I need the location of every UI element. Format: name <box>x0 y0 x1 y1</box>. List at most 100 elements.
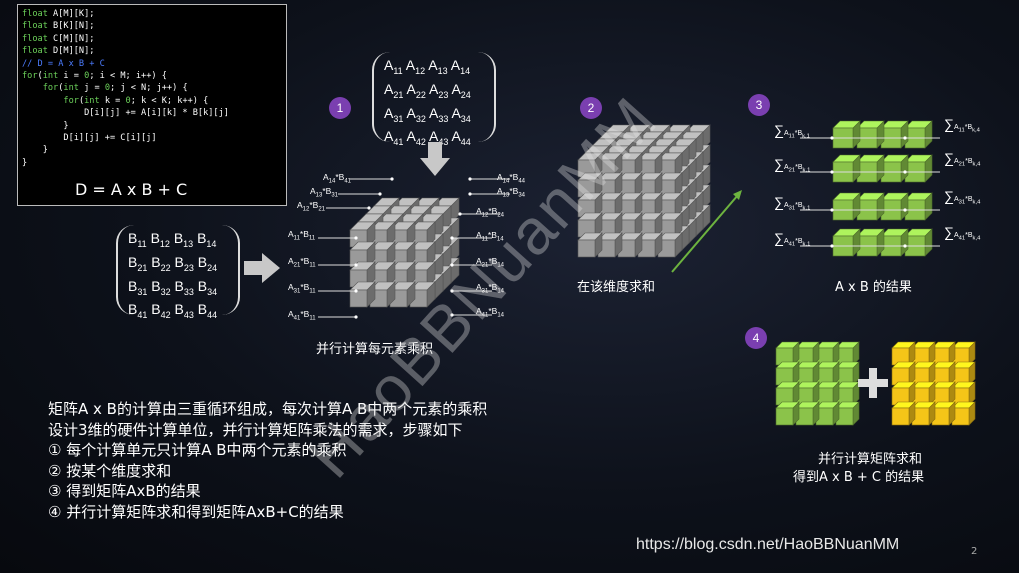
product-label: A31*B14 <box>476 282 505 295</box>
cube-cell <box>577 172 603 198</box>
description-line: ③ 得到矩阵AxB的结果 <box>48 482 201 500</box>
cube-cell <box>911 401 936 426</box>
caption-step2: 在该维度求和 <box>577 280 656 295</box>
code-line: for(int j = 0; j < N; j++) { <box>42 83 188 94</box>
cube-cell <box>835 341 860 366</box>
sum-expression-left: ∑A41*Bk,1 <box>774 230 811 248</box>
connector-dot <box>354 263 358 267</box>
product-label: A41*B14 <box>476 306 505 319</box>
code-snippet: float A[M][K];float B[K][N];float C[M][N… <box>17 4 287 206</box>
sum-expression-right: ∑A21*Bk,4 <box>944 150 981 168</box>
code-line: float B[K][N]; <box>22 21 95 32</box>
cube-cell <box>931 381 956 406</box>
cube-cell <box>832 192 861 221</box>
cube-cell <box>577 232 603 258</box>
cube-cell <box>931 341 956 366</box>
cube-cell <box>891 401 916 426</box>
cube-cell <box>911 341 936 366</box>
product-label: A11*B11 <box>288 229 316 242</box>
matrix-row: B21 B22 B23 B24 <box>128 253 218 273</box>
formula-text: D = A x B + C <box>75 180 188 199</box>
cube-cell <box>931 361 956 386</box>
step-badge-2: 2 <box>580 97 602 119</box>
product-label: A13*B34 <box>497 186 526 199</box>
cube-cell <box>951 381 976 406</box>
connector-dot <box>903 136 907 140</box>
cube-cell <box>775 361 800 386</box>
connector-dot <box>378 192 382 196</box>
code-line: } <box>22 157 28 168</box>
cube-cell <box>832 120 861 149</box>
cube-cell <box>904 192 933 221</box>
cube-cell <box>835 401 860 426</box>
cube-cell <box>856 154 885 183</box>
code-line: // D = A x B + C <box>22 58 105 69</box>
cube-cell <box>409 281 436 308</box>
cube-cell <box>835 381 860 406</box>
connector-dot <box>830 170 834 174</box>
product-label: A21*B11 <box>288 256 316 269</box>
product-label: A11*B14 <box>476 230 504 243</box>
connector-dot <box>354 315 358 319</box>
matrix-row: A31 A32 A33 A34 <box>384 104 471 124</box>
product-label: A12*B21 <box>297 200 326 213</box>
description-list: 矩阵A x B的计算由三重循环组成，每次计算A B中两个元素的乘积设计3维的硬件… <box>48 399 487 522</box>
sum-direction-arrow-icon <box>671 190 742 273</box>
cube-cell <box>880 228 909 257</box>
product-label: A31*B11 <box>288 282 316 295</box>
matrix-row: B11 B12 B13 B14 <box>128 230 217 249</box>
step-badge-3: 3 <box>748 94 770 116</box>
product-label: A13*B31 <box>310 186 339 199</box>
step-badge-4: 4 <box>745 327 767 349</box>
connector-dot <box>903 170 907 174</box>
description-line: 矩阵A x B的计算由三重循环组成，每次计算A B中两个元素的乘积 <box>48 400 488 418</box>
cube-cell <box>904 154 933 183</box>
connector-dot <box>830 244 834 248</box>
cube-cell <box>911 361 936 386</box>
cube-cell <box>775 341 800 366</box>
sum-expression-left: ∑A31*Bk,1 <box>774 194 811 212</box>
cube-cell <box>815 381 840 406</box>
description-line: ① 每个计算单元只计算A B中两个元素的乘积 <box>48 441 347 459</box>
caption-step4-line1: 并行计算矩阵求和 <box>818 452 923 467</box>
page-number: 2 <box>971 546 978 557</box>
cube-cell <box>891 361 916 386</box>
cube-cell <box>815 401 840 426</box>
connector-dot <box>450 263 454 267</box>
sum-expression-right: ∑A31*Bk,4 <box>944 188 981 206</box>
code-line: D[i][j] += A[i][k] * B[k][j] <box>22 108 229 119</box>
cube-cell <box>795 341 820 366</box>
code-line: float A[M][K]; <box>22 9 95 19</box>
plus-icon <box>858 368 888 398</box>
step-badge-1: 1 <box>329 97 351 119</box>
cube-cell <box>880 192 909 221</box>
sum-expression-left: ∑A21*Bk,1 <box>774 156 811 174</box>
cube-cell <box>369 261 396 288</box>
right-arrow-icon <box>244 253 280 283</box>
cube-cell <box>951 401 976 426</box>
caption-step4-line2: 得到A x B + C 的结果 <box>793 470 925 485</box>
code-line: D[i][j] += C[i][j] <box>22 133 157 144</box>
connector-dot <box>354 236 358 240</box>
cube-cell <box>832 154 861 183</box>
cube-cell <box>856 120 885 149</box>
sum-expression-right: ∑A41*Bk,4 <box>944 224 981 242</box>
product-label: A12*B24 <box>476 206 505 219</box>
description-line: 设计3维的硬件计算单位，并行计算矩阵乘法的需求，步骤如下 <box>48 420 463 439</box>
matrix-row: A11 A12 A13 A14 <box>384 57 471 76</box>
cube-cell <box>951 361 976 386</box>
product-label: A14*B44 <box>497 172 526 185</box>
code-line: float D[M][N]; <box>22 46 95 57</box>
cube-cell <box>832 228 861 257</box>
cube-cell <box>795 361 820 386</box>
cube-cell <box>775 401 800 426</box>
cube-cell <box>795 401 820 426</box>
connector-dot <box>450 236 454 240</box>
cube-cell <box>815 341 840 366</box>
product-label: A14*B41 <box>323 172 352 185</box>
caption-step1: 并行计算每元素乘积 <box>316 342 434 357</box>
connector-dot <box>468 177 472 181</box>
code-line: } <box>22 120 69 131</box>
